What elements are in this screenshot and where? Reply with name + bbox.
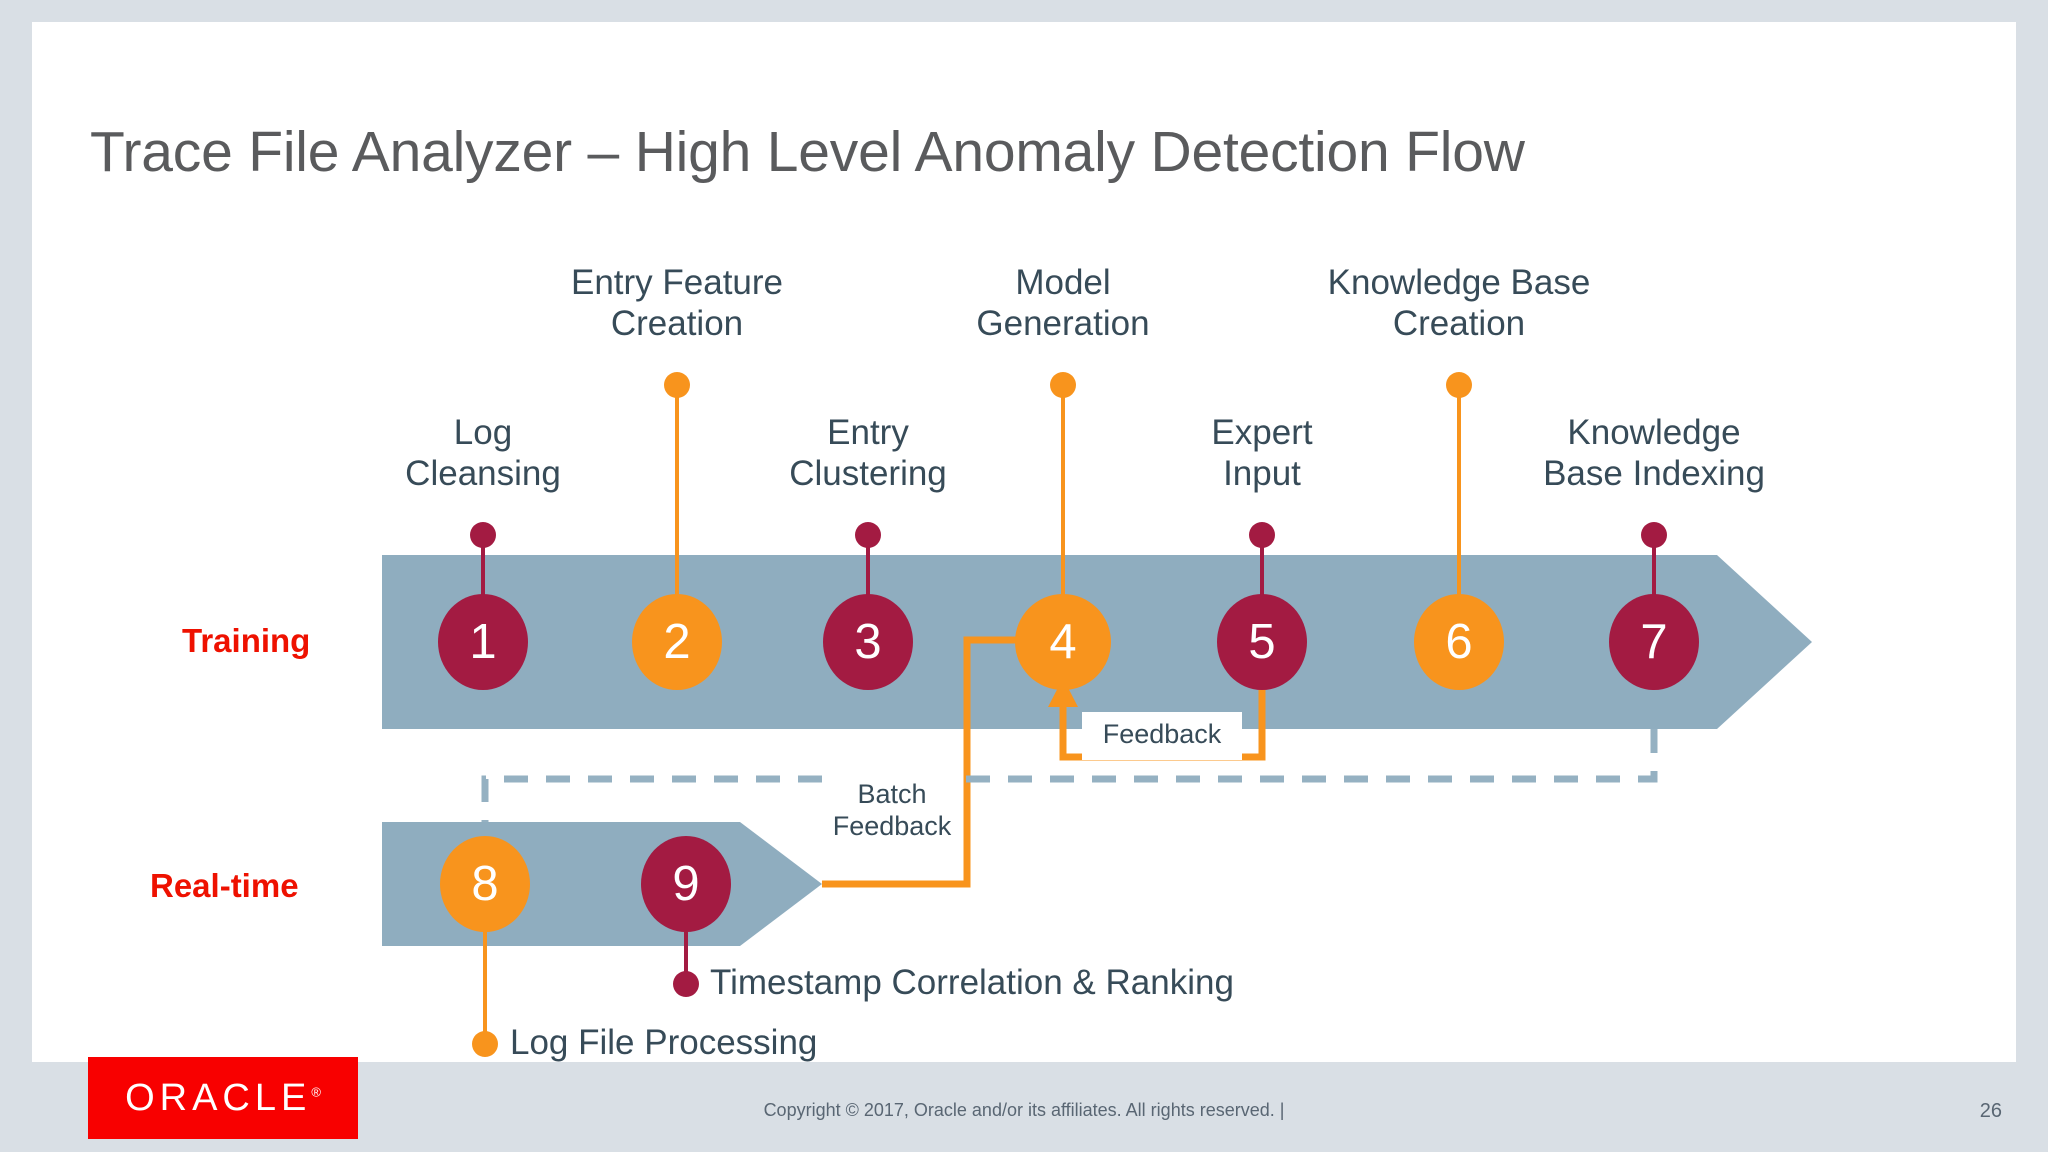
band-label-training: Training (182, 622, 311, 659)
dot-node-8 (472, 1031, 498, 1057)
connector-label-feedback: Feedback (1102, 719, 1222, 749)
kb-loop-dashed-path (481, 729, 1658, 822)
page-title: Trace File Analyzer – High Level Anomaly… (90, 120, 1525, 184)
dot-node-2 (664, 372, 690, 398)
anomaly-detection-flow-diagram: 1 2 3 4 5 6 7 8 9 Training Real-time Log… (32, 22, 2016, 1062)
flow-diagram-svg (382, 372, 1812, 1057)
oracle-wordmark: ORACLE® (125, 1077, 321, 1120)
node-number-3: 3 (854, 615, 882, 669)
node-circle-6[interactable] (1414, 594, 1504, 690)
node-label-9: Timestamp Correlation & Ranking (710, 963, 1234, 1002)
dot-node-7 (1641, 522, 1667, 548)
batch-feedback-label-plate (822, 772, 962, 860)
feedback-arrowhead (1048, 678, 1078, 707)
node-label-7: Knowledge Base Indexing (1543, 413, 1765, 494)
node-number-4: 4 (1049, 615, 1077, 669)
node-circle-9[interactable] (641, 836, 731, 932)
node-label-6: Knowledge Base Creation (1327, 263, 1591, 344)
node-number-9: 9 (672, 857, 700, 911)
node-circle-3[interactable] (823, 594, 913, 690)
node-number-8: 8 (471, 857, 499, 911)
node-number-2: 2 (663, 615, 691, 669)
node-label-3: Entry Clustering (789, 413, 947, 494)
node-label-8: Log File Processing (510, 1023, 818, 1062)
node-number-1: 1 (469, 615, 497, 669)
node-number-5: 5 (1248, 615, 1276, 669)
node-label-4: Model Generation (976, 263, 1150, 344)
node-circle-7[interactable] (1609, 594, 1699, 690)
dot-node-1 (470, 522, 496, 548)
node-label-2: Entry Feature Creation (570, 263, 784, 344)
copyright-notice: Copyright © 2017, Oracle and/or its affi… (763, 1100, 1285, 1120)
batch-feedback-path (822, 636, 1032, 888)
oracle-wordmark-text: ORACLE (125, 1076, 312, 1119)
node-circle-1[interactable] (438, 594, 528, 690)
oracle-logo: ORACLE® (88, 1057, 358, 1139)
node-circle-4[interactable] (1015, 594, 1111, 690)
connector-label-batch-feedback: Batch Feedback (832, 779, 952, 841)
registered-mark: ® (311, 1083, 321, 1099)
node-label-1: Log Cleansing (405, 413, 561, 494)
feedback-label-plate (1082, 712, 1242, 760)
slide-canvas: Trace File Analyzer – High Level Anomaly… (32, 22, 2016, 1062)
dot-node-5 (1249, 522, 1275, 548)
node-circle-2[interactable] (632, 594, 722, 690)
page-number: 26 (1979, 1100, 2002, 1122)
node-label-5: Expert Input (1211, 413, 1313, 494)
dot-node-6 (1446, 372, 1472, 398)
node-circle-5[interactable] (1217, 594, 1307, 690)
node-circle-8[interactable] (440, 836, 530, 932)
node-number-7: 7 (1640, 615, 1668, 669)
dot-node-4 (1050, 372, 1076, 398)
node-number-6: 6 (1445, 615, 1473, 669)
dot-node-3 (855, 522, 881, 548)
dot-node-9 (673, 971, 699, 997)
band-label-realtime: Real-time (150, 867, 299, 904)
